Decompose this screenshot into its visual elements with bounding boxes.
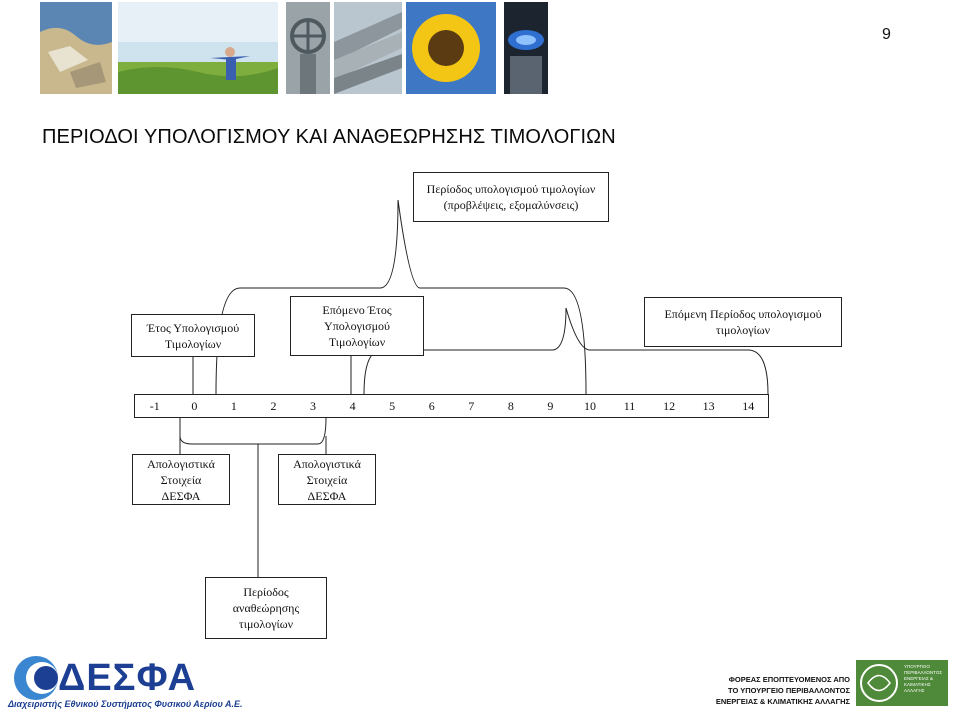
calculation-year-box: Έτος Υπολογισμού Τιμολογίων [131,314,255,357]
desfa-logo-text: ΔΕΣΦΑ [58,656,196,700]
next-period-box: Επόμενη Περίοδος υπολογισμού τιμολογίων [644,297,842,347]
box-line: Περίοδος υπολογισμού τιμολογίων [427,181,596,197]
box-line: Τιμολογίων [165,336,221,352]
box-line: Στοιχεία [161,472,202,488]
timeline-year: 4 [333,395,373,417]
box-line: Επόμενο Έτος [322,302,391,318]
desfa-logo-subtitle: Διαχειριστής Εθνικού Συστήματος Φυσικού … [8,699,243,709]
timeline-year: 1 [214,395,254,417]
calculation-period-box: Περίοδος υπολογισμού τιμολογίων (προβλέψ… [413,172,609,222]
box-line: Υπολογισμού [324,318,390,334]
ministry-logo-line: ΑΛΛΑΓΗΣ [904,688,948,694]
timeline-year: 7 [452,395,492,417]
accounts-box-2: Απολογιστικά Στοιχεία ΔΕΣΦΑ [278,454,376,505]
box-line: τιμολογίων [716,322,770,338]
box-line: τιμολογίων [239,616,293,632]
box-line: (προβλέψεις, εξομαλύνσεις) [444,197,579,213]
timeline-year: 9 [531,395,571,417]
next-year-box: Επόμενο Έτος Υπολογισμού Τιμολογίων [290,296,424,356]
accounts-box-1: Απολογιστικά Στοιχεία ΔΕΣΦΑ [132,454,230,505]
timeline-year: 10 [570,395,610,417]
ministry-logo-text: ΥΠΟΥΡΓΕΙΟ ΠΕΡΙΒΑΛΛΟΝΤΟΣ ΕΝΕΡΓΕΙΑΣ & ΚΛΙΜ… [904,664,948,694]
timeline-year: 5 [372,395,412,417]
box-line: Περίοδος [243,584,288,600]
box-line: Απολογιστικά [147,456,215,472]
timeline-year: 8 [491,395,531,417]
accounts-brace [180,418,326,444]
timeline-year: 0 [175,395,215,417]
supervising-line: ΦΟΡΕΑΣ ΕΠΟΠΤΕΥΟΜΕΝΟΣ ΑΠΟ [700,674,850,685]
supervising-line: ΕΝΕΡΓΕΙΑΣ & ΚΛΙΜΑΤΙΚΗΣ ΑΛΛΑΓΗΣ [700,696,850,707]
supervising-line: ΤΟ ΥΠΟΥΡΓΕΙΟ ΠΕΡΙΒΑΛΛΟΝΤΟΣ [700,685,850,696]
timeline-year: 13 [689,395,729,417]
timeline-year: 3 [293,395,333,417]
timeline-year: 6 [412,395,452,417]
timeline-year: -1 [135,395,175,417]
box-line: Στοιχεία [307,472,348,488]
timeline-year: 2 [254,395,294,417]
box-line: ΔΕΣΦΑ [162,488,201,504]
box-line: αναθεώρησης [233,600,299,616]
timeline-year: 14 [728,395,768,417]
box-line: Έτος Υπολογισμού [147,320,239,336]
box-line: Τιμολογίων [329,334,385,350]
box-line: Απολογιστικά [293,456,361,472]
timeline-year: 11 [610,395,650,417]
supervising-authority-text: ΦΟΡΕΑΣ ΕΠΟΠΤΕΥΟΜΕΝΟΣ ΑΠΟ ΤΟ ΥΠΟΥΡΓΕΙΟ ΠΕ… [700,674,850,707]
review-period-box: Περίοδος αναθεώρησης τιμολογίων [205,577,327,639]
timeline-year: 12 [649,395,689,417]
box-line: Επόμενη Περίοδος υπολογισμού [664,306,821,322]
box-line: ΔΕΣΦΑ [308,488,347,504]
